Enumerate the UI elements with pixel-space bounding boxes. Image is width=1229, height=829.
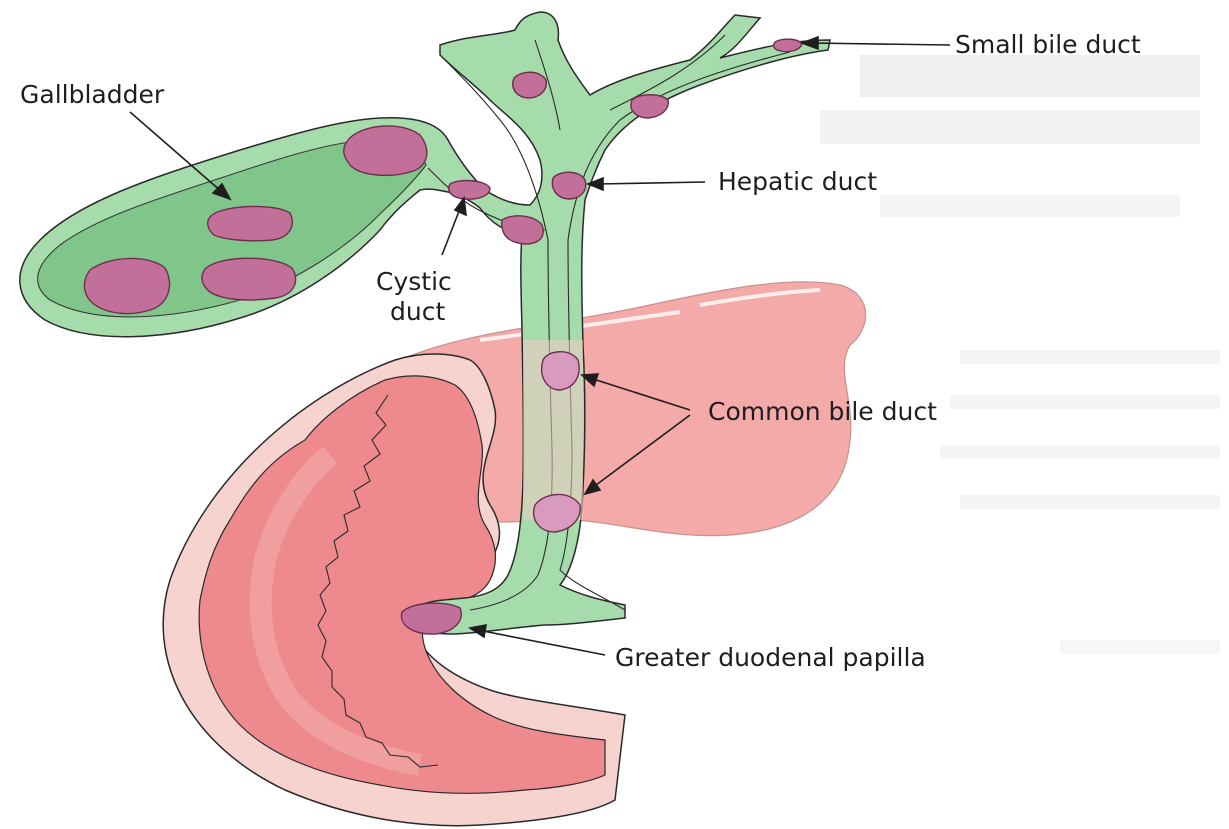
- label-gallbladder: Gallbladder: [20, 80, 165, 109]
- label-cystic-duct-line1: Cystic: [376, 267, 452, 296]
- label-greater-duodenal-papilla: Greater duodenal papilla: [615, 643, 926, 672]
- label-common-bile-duct: Common bile duct: [708, 397, 937, 426]
- background-bleed-text: [820, 55, 1220, 654]
- label-small-bile-duct: Small bile duct: [955, 30, 1141, 59]
- arrow-cystic-duct: [442, 206, 461, 255]
- gallstone: [449, 181, 490, 200]
- arrow-greater-duodenal-papilla: [478, 630, 605, 655]
- gallstone: [631, 95, 668, 118]
- gallstone: [84, 258, 169, 313]
- label-hepatic-duct: Hepatic duct: [718, 167, 877, 196]
- gallstone: [502, 216, 543, 244]
- gallstone: [202, 258, 296, 300]
- arrow-small-bile-duct: [810, 43, 950, 45]
- gallstone: [344, 126, 427, 175]
- gallstone: [552, 172, 585, 199]
- gallstone: [208, 206, 293, 240]
- label-cystic-duct-line2: duct: [390, 297, 445, 326]
- gallstone: [513, 72, 547, 98]
- arrow-hepatic-duct: [596, 182, 705, 184]
- gallstone: [401, 603, 461, 634]
- gallstone: [542, 352, 579, 390]
